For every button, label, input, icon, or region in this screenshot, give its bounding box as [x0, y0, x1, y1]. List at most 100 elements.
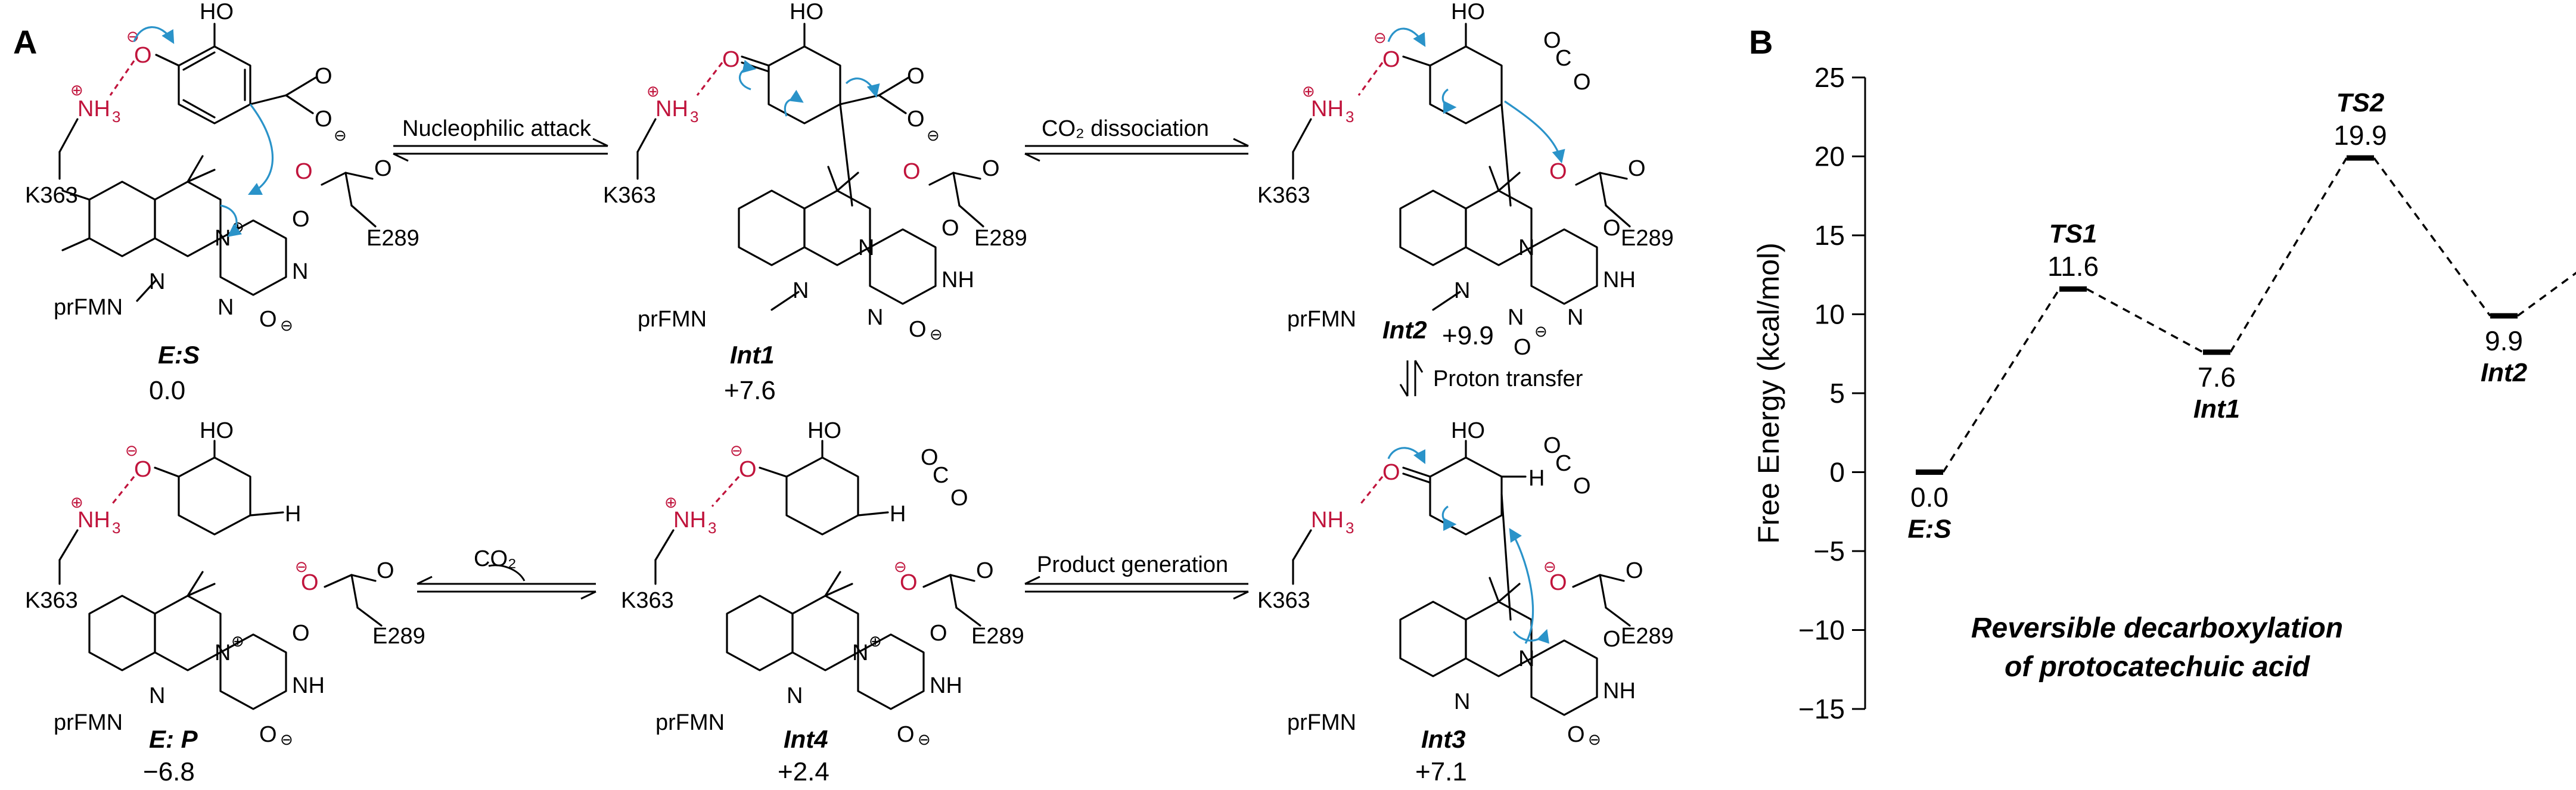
o-label: O — [907, 64, 925, 89]
equilibrium-arrow-co2: CO₂ — [417, 546, 596, 600]
plus-charge: ⊕ — [1302, 82, 1315, 100]
k363-label: K363 — [25, 183, 78, 208]
n-label: N — [149, 269, 165, 294]
structure-energy: +9.9 — [1442, 321, 1494, 350]
n-label: N — [1454, 278, 1470, 303]
n-label: N — [1567, 305, 1583, 330]
plus-charge: ⊕ — [664, 493, 678, 511]
e289-residue: O O E289 — [295, 156, 420, 251]
o-label: O — [1573, 70, 1591, 95]
e289-label: E289 — [372, 624, 425, 649]
n-plus-label: N — [215, 640, 231, 665]
plus-charge: ⊕ — [869, 632, 882, 650]
ho-label: HO — [807, 418, 841, 443]
o-label: O — [377, 558, 394, 583]
o-label: O — [1573, 474, 1591, 499]
minus-charge: ⊖ — [334, 126, 347, 144]
equilibrium-arrow-4: Product generation — [1024, 552, 1249, 600]
structure-int4: HO O ⊖ H C O O NH 3 ⊕ K363 N ⊕ N prFMN O… — [621, 418, 968, 786]
o-label: O — [1567, 722, 1585, 747]
nh3-label: NH — [655, 97, 688, 122]
co2-c-label: C — [933, 463, 949, 488]
structure-name: Int3 — [1421, 725, 1466, 753]
panel-b-letter: B — [1749, 23, 1773, 61]
ho-label: HO — [790, 0, 824, 24]
k363-label: K363 — [25, 588, 78, 613]
n-label: N — [292, 259, 308, 284]
nh3-subscript: 3 — [112, 519, 120, 537]
chart-annotation-line-2: of protocatechuic acid — [2005, 651, 2311, 683]
oh-label: O — [903, 159, 921, 184]
o-label: O — [907, 107, 925, 132]
o-minus-label: O — [134, 43, 152, 68]
e289-label: E289 — [366, 226, 420, 251]
minus-charge: ⊖ — [918, 730, 931, 748]
n-label: N — [1518, 235, 1534, 260]
structure-energy: −6.8 — [143, 757, 195, 786]
nh3-label: NH — [77, 508, 110, 533]
h-label: H — [890, 502, 906, 527]
o-label: O — [930, 621, 947, 646]
level-name: E:S — [1907, 515, 1951, 544]
level-name: TS2 — [2336, 88, 2385, 117]
k363-label: K363 — [621, 588, 674, 613]
prfmn-label: prFMN — [1287, 307, 1356, 332]
ho-label: HO — [200, 0, 234, 24]
minus-charge: ⊖ — [280, 730, 293, 748]
level-value: 19.9 — [2333, 120, 2387, 151]
structure-energy: +7.6 — [724, 376, 776, 405]
nh3-label: NH — [1311, 508, 1344, 533]
n-label: N — [149, 683, 165, 708]
nh3-subscript: 3 — [112, 108, 120, 126]
minus-charge: ⊖ — [927, 126, 940, 144]
minus-charge: ⊖ — [1588, 730, 1601, 748]
o-label: O — [374, 156, 392, 181]
o-label: O — [1382, 460, 1400, 485]
y-tick-label: 10 — [1814, 299, 1845, 330]
structure-es: HO O ⊖ O O ⊖ NH 3 ⊕ K363 N ⊕ N prFMN O N… — [25, 0, 347, 405]
minus-charge: ⊖ — [280, 316, 293, 334]
o-label: O — [1626, 558, 1643, 583]
co2-c-label: C — [1555, 46, 1571, 71]
minus-charge: ⊖ — [730, 441, 743, 459]
level-name: Int1 — [2193, 394, 2240, 424]
minus-charge: ⊖ — [295, 558, 308, 576]
minus-charge: ⊖ — [1543, 558, 1556, 576]
k363-label: K363 — [1257, 588, 1310, 613]
minus-charge: ⊖ — [126, 27, 139, 45]
oh-label: O — [1549, 159, 1567, 184]
o-label: O — [292, 621, 310, 646]
structure-int3: HO O H C O O NH 3 K363 N N prFMN O NH O … — [1257, 418, 1636, 786]
nh-label: NH — [941, 268, 974, 293]
prfmn-label: prFMN — [54, 710, 123, 735]
n-label: N — [217, 295, 234, 320]
nh-label: NH — [930, 673, 962, 698]
e289-residue: O O E289 — [903, 156, 1027, 251]
o-label: O — [1628, 156, 1646, 181]
y-tick-label: 0 — [1829, 457, 1845, 488]
connector-line — [2086, 288, 2204, 353]
structure-name: E: P — [149, 725, 198, 753]
structure-energy: 0.0 — [149, 376, 185, 405]
o-label: O — [1514, 335, 1531, 360]
y-tick-label: 20 — [1814, 141, 1845, 172]
structure-name: Int2 — [1382, 316, 1427, 344]
k363-label: K363 — [603, 183, 656, 208]
structure-int1: HO O O O ⊖ NH 3 ⊕ K363 N N prFMN O NH O … — [603, 0, 974, 405]
level-value: 9.9 — [2485, 325, 2523, 356]
equilibrium-arrow-1: Nucleophilic attack — [393, 116, 608, 162]
nh-label: NH — [1603, 268, 1636, 293]
structure-name: E:S — [158, 341, 200, 369]
minus-charge: ⊖ — [1374, 29, 1387, 46]
o-label: O — [982, 156, 1000, 181]
o-label: O — [1543, 433, 1561, 458]
level-name: Int2 — [2481, 358, 2528, 387]
plus-charge: ⊕ — [70, 81, 83, 99]
e289-residue: O O E289 — [1549, 156, 1674, 251]
panel-a-letter: A — [13, 23, 37, 61]
y-tick-label: −5 — [1814, 536, 1845, 567]
o-label: O — [941, 216, 959, 241]
equilibrium-arrow-2: CO₂ dissociation — [1024, 116, 1249, 162]
